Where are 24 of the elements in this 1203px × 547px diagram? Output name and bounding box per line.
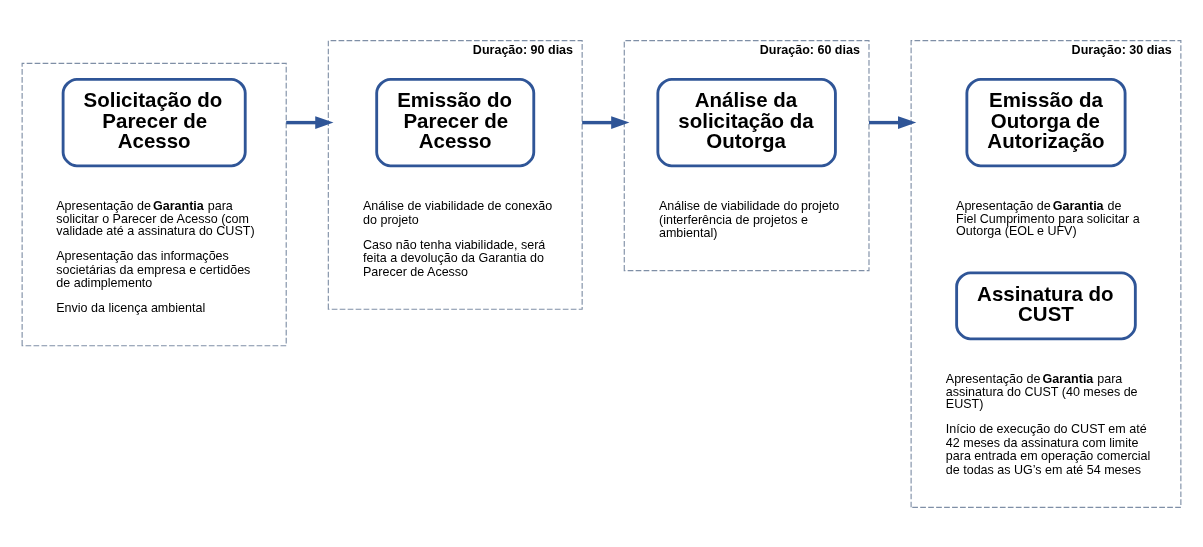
node-label: Envio da licença ambiental <box>56 300 206 315</box>
cluster <box>21 62 287 346</box>
cluster <box>623 39 870 271</box>
node-label: Apresentação de Garantia para assinatura do CUST (40 meses de EUST) <box>945 371 1138 411</box>
node-label: Apresentação de Garantia para solicitar o Parecer de Acesso (com validade até a assinatura do CUST) <box>56 198 255 238</box>
node-label: Apresentação de Garantia de Fiel Cumprimento para solicitar a Outorga (EOL e UFV) <box>956 198 1140 238</box>
arrow <box>869 115 917 129</box>
node-label: Duração: 90 dias <box>472 42 574 57</box>
arrow <box>286 115 334 129</box>
node-label: Duração: 30 dias <box>1071 42 1172 57</box>
node-label: Análise de viabilidade de conexão do projeto <box>363 198 553 227</box>
cluster <box>910 39 1182 508</box>
node-box: Emissão do Parecer de Acesso <box>375 77 536 167</box>
node-label: Duração: 60 dias <box>759 42 860 57</box>
arrow <box>582 115 630 129</box>
node-label: Início de execução do CUST em até 42 meses da assinatura com limite para entrada em operação comercial de todas as UG’s em até 54 meses <box>945 421 1151 477</box>
node-label: Análise de viabilidade do projeto (interferência de projetos e ambiental) <box>658 198 840 240</box>
node-box: Emissão da Outorga de Autorização <box>965 77 1127 167</box>
node-box: Solicitação do Parecer de Acesso <box>61 77 247 167</box>
node-box: Assinatura do CUST <box>955 270 1137 340</box>
node-label: Caso não tenha viabilidade, será feita a devolução da Garantia do Parecer de Acesso <box>363 237 546 279</box>
node-label: Apresentação das informações societárias da empresa e certidões de adimplemento <box>56 248 251 290</box>
cluster <box>327 39 583 310</box>
node-box: Análise da solicitação da Outorga <box>656 77 837 167</box>
